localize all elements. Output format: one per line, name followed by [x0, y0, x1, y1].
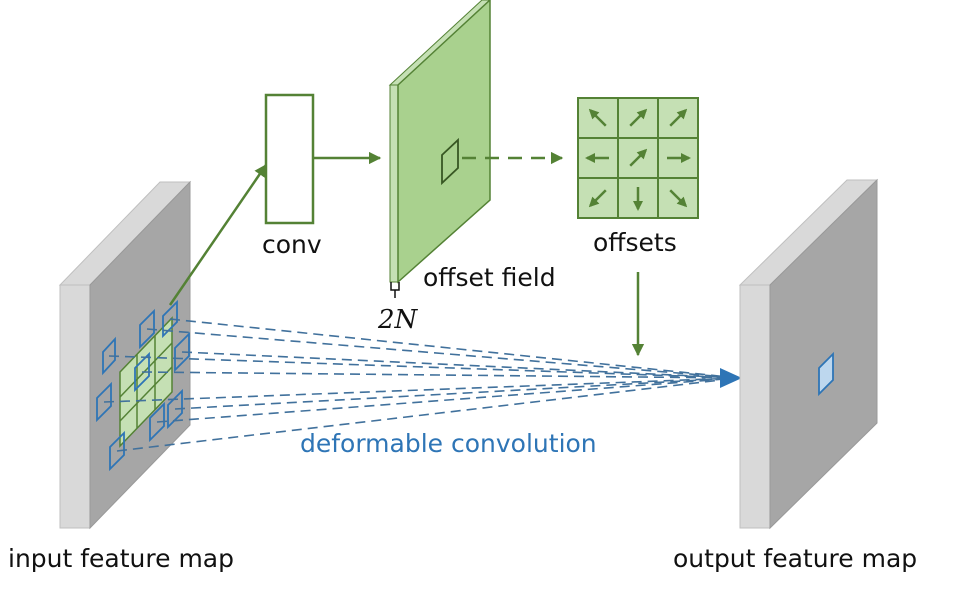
- channel-depth-bracket: [390, 282, 400, 298]
- deformable-convolution-label: deformable convolution: [300, 429, 597, 458]
- sampling-lines: [103, 318, 739, 452]
- regular-sampling-grid: [119, 316, 173, 448]
- channels-label: 2N: [377, 305, 419, 335]
- offset-arrow-icon: [629, 108, 648, 127]
- offsets-grid: [577, 97, 699, 219]
- output-feature-map-label: output feature map: [673, 544, 917, 573]
- offset-field-label: offset field: [423, 263, 556, 292]
- offset-arrow-icon: [588, 189, 607, 208]
- input-to-conv-arrow: [168, 163, 268, 306]
- deformed-sampling-locations: [96, 299, 190, 472]
- offset-arrow-icon: [669, 189, 688, 208]
- conv-label: conv: [262, 230, 322, 259]
- output-feature-map: [738, 178, 879, 530]
- offset-field: [388, 0, 491, 284]
- offset-arrow-icon: [669, 108, 688, 127]
- sampling-arrowhead: [720, 368, 742, 388]
- offset-arrow-icon: [629, 148, 648, 167]
- offsets-label: offsets: [593, 228, 677, 257]
- input-feature-map-label: input feature map: [8, 544, 234, 573]
- offset-arrow-icon: [588, 108, 607, 127]
- conv-layer: [264, 93, 315, 225]
